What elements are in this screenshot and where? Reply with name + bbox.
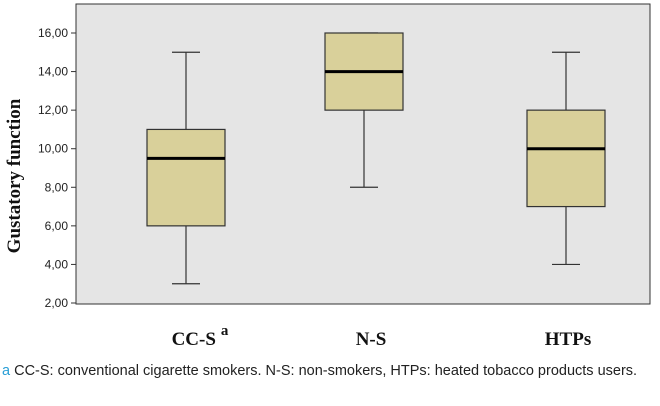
- box-2: [324, 32, 404, 188]
- boxes-layer: [146, 32, 606, 285]
- y-tick-label: 12,00: [38, 103, 68, 117]
- category-name: HTPs: [545, 329, 591, 350]
- category-label: CC-S a: [172, 323, 229, 350]
- box-3: [526, 51, 606, 266]
- box-1: [146, 51, 226, 285]
- box-plot-chart: Gustatory function 2,00 4,00 6,00 8,00 10,00…: [4, 3, 651, 350]
- category-label: N-S: [356, 329, 387, 350]
- y-axis-title: Gustatory function: [4, 98, 25, 253]
- iqr-box: [526, 109, 606, 208]
- y-tick-label: 14,00: [38, 65, 68, 79]
- y-tick-label: 2,00: [45, 296, 69, 310]
- iqr-box: [146, 128, 226, 227]
- category-label: HTPs: [545, 329, 591, 350]
- caption-text: CC-S: conventional cigarette smokers. N-…: [10, 363, 638, 379]
- y-tick-label: 16,00: [38, 26, 68, 40]
- category-name: CC-S: [172, 329, 216, 350]
- category-name: N-S: [356, 329, 387, 350]
- figure-caption: a CC-S: conventional cigarette smokers. …: [2, 362, 652, 381]
- category-superscript: a: [221, 323, 229, 339]
- caption-marker: a: [2, 363, 11, 379]
- y-tick-label: 10,00: [38, 142, 68, 156]
- y-tick-label: 6,00: [45, 219, 69, 233]
- x-axis-labels: CC-S a N-S HTPs: [172, 323, 592, 350]
- y-tick-label: 8,00: [45, 180, 69, 194]
- y-axis: 2,00 4,00 6,00 8,00 10,00 12,00 14,00 16,00: [38, 26, 76, 310]
- y-tick-label: 4,00: [45, 257, 69, 271]
